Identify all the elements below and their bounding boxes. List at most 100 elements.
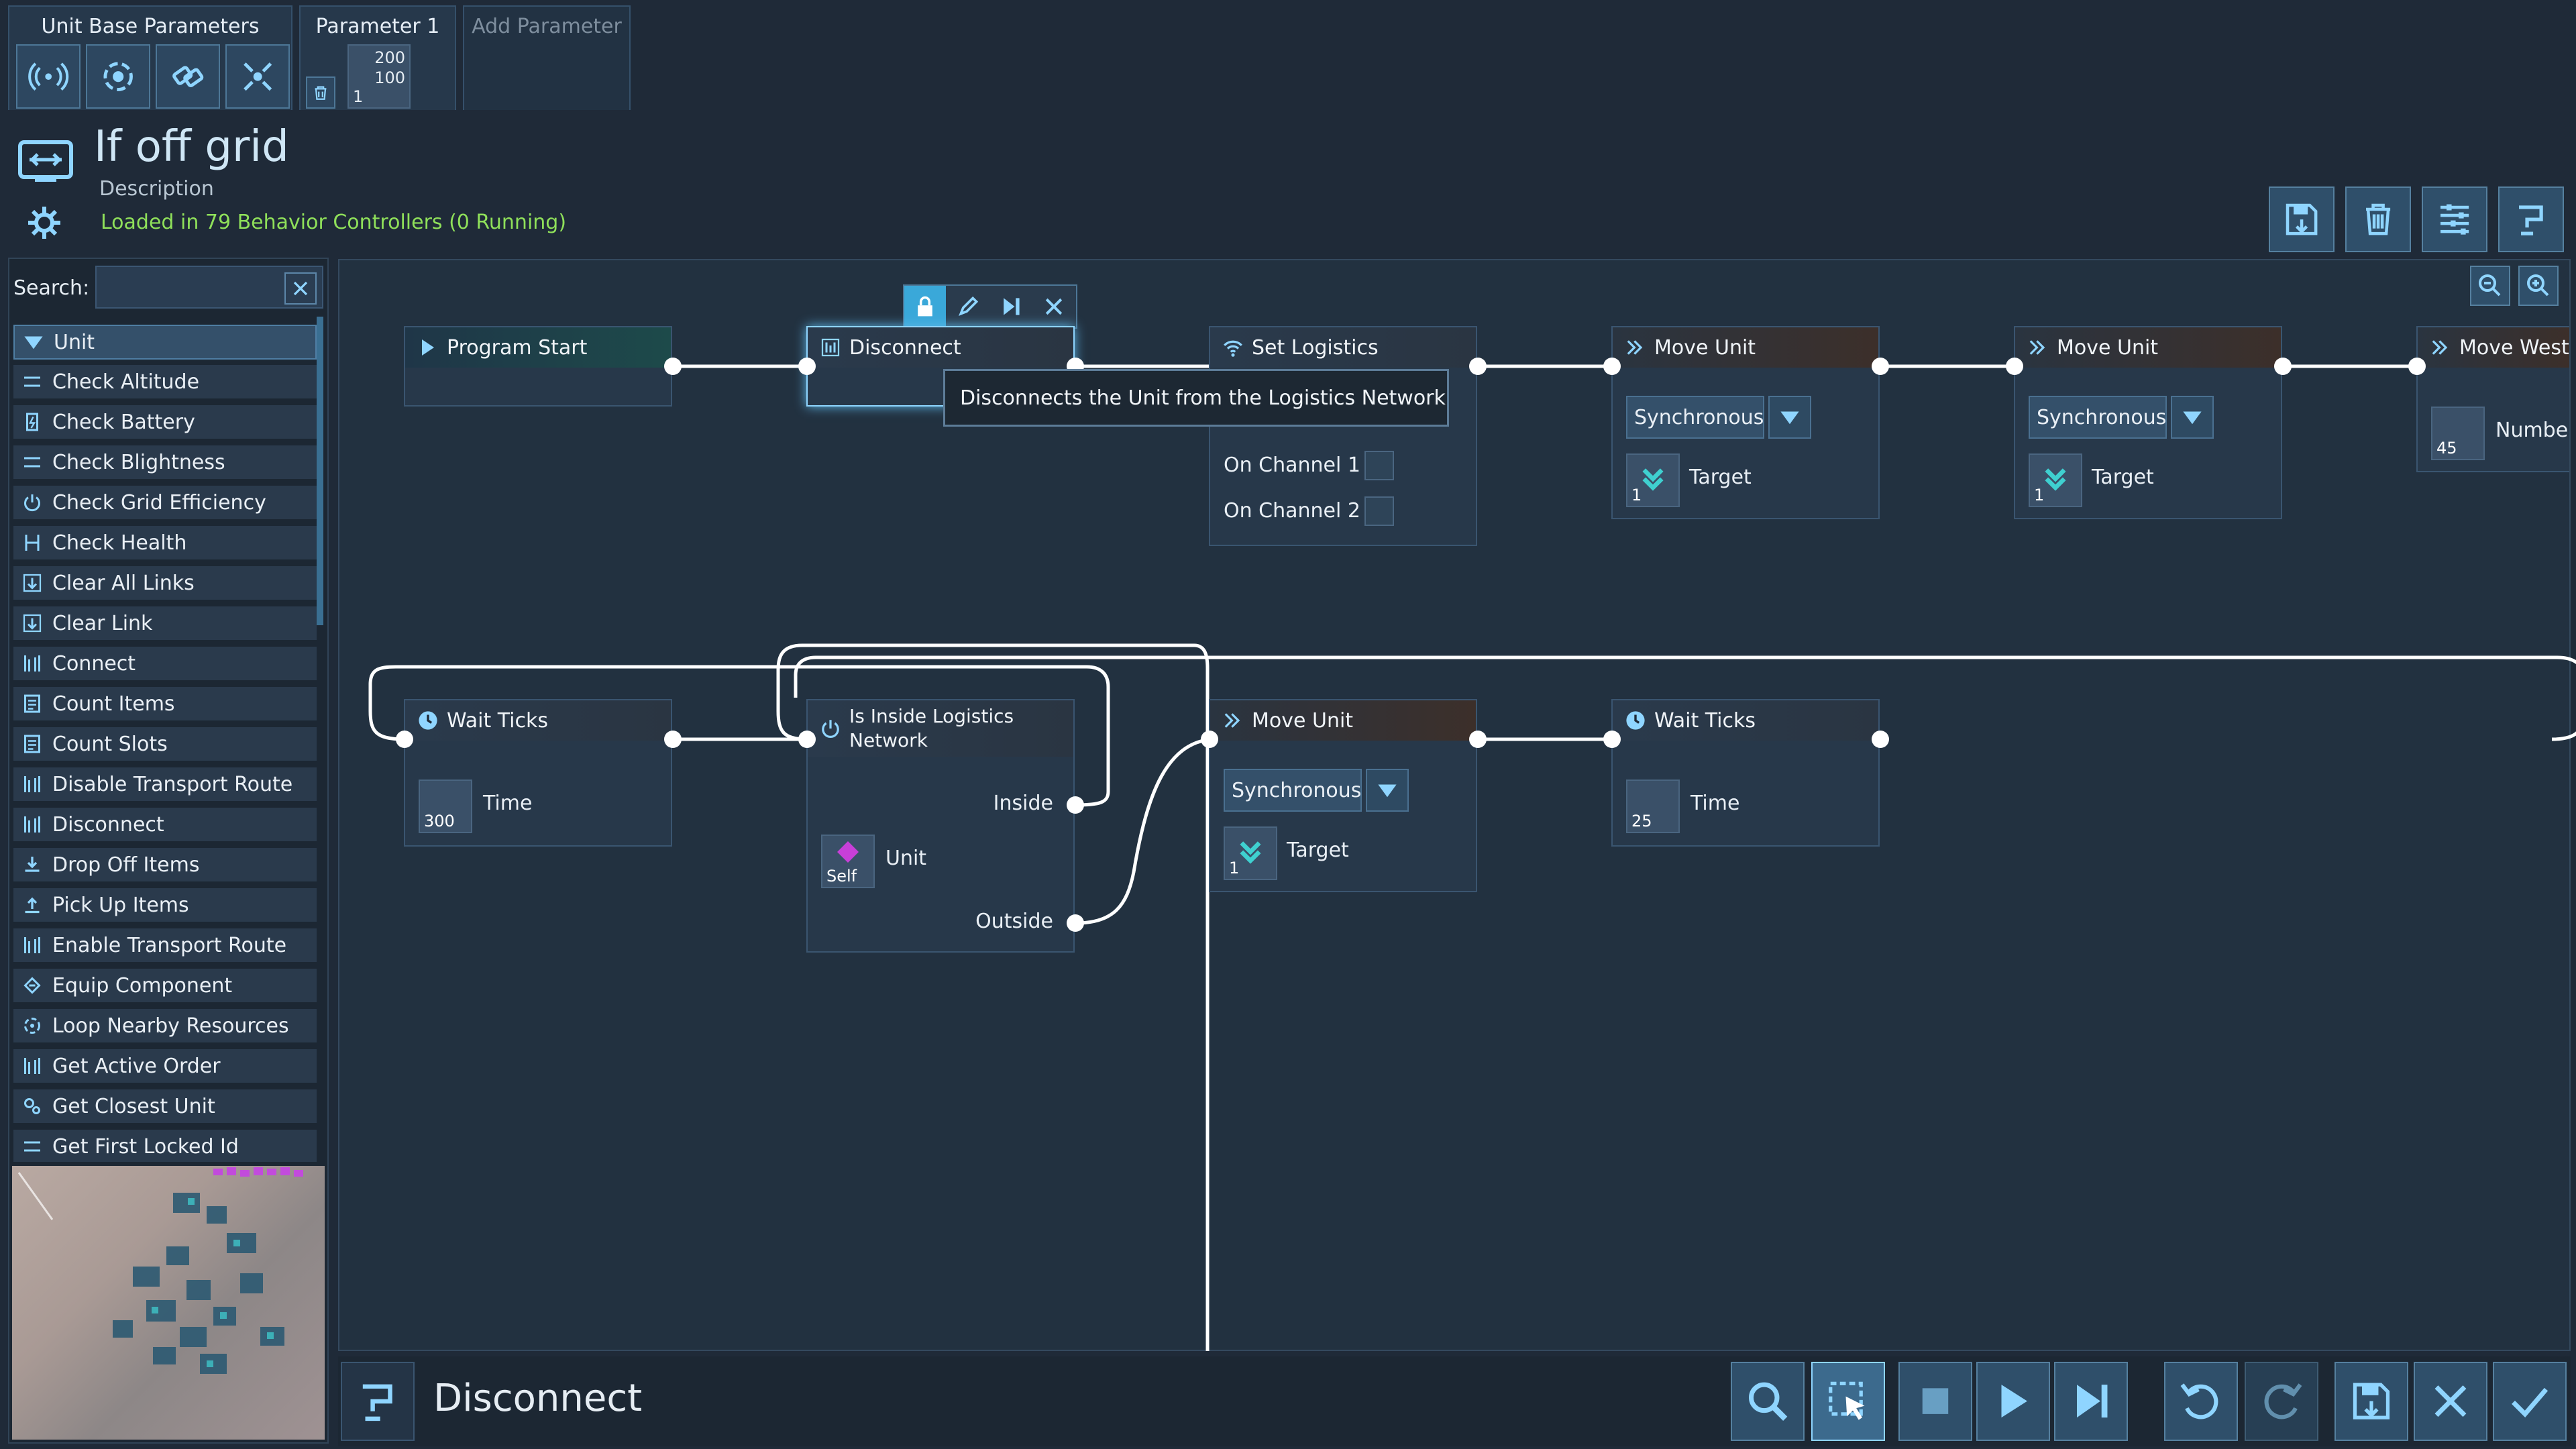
select-icon[interactable] [1811, 1362, 1885, 1441]
target-value[interactable]: 1 [1626, 453, 1680, 507]
node-move-unit[interactable]: Move Unit Synchronous 1 Target [2014, 326, 2282, 519]
port-out[interactable] [1469, 358, 1487, 375]
node-set-logistics[interactable]: Set Logistics On Channel 1 On Channel 2 [1209, 326, 1477, 546]
list-item-get-active-order[interactable]: Get Active Order [13, 1049, 317, 1084]
list-item-clear-all-links[interactable]: Clear All Links [13, 566, 317, 601]
list-item-check-health[interactable]: Check Health [13, 526, 317, 561]
trash-icon[interactable] [306, 76, 335, 109]
port-in[interactable] [1603, 358, 1621, 375]
node-move-unit[interactable]: Move Unit Synchronous 1 Target [1209, 699, 1477, 892]
list-item-clear-link[interactable]: Clear Link [13, 606, 317, 641]
page-title[interactable]: If off grid [94, 122, 289, 172]
step-icon[interactable] [990, 286, 1032, 327]
signal-icon[interactable] [16, 44, 80, 109]
list-item-check-grid-efficiency[interactable]: Check Grid Efficiency [13, 486, 317, 521]
list-item-equip-component[interactable]: Equip Component [13, 969, 317, 1004]
port-out[interactable] [664, 731, 682, 748]
help-icon[interactable] [2498, 186, 2564, 252]
play-icon[interactable] [1976, 1362, 2050, 1441]
tab-unit-base-parameters[interactable]: Unit Base Parameters [8, 5, 292, 110]
cancel-icon[interactable] [2414, 1362, 2487, 1441]
clear-search-icon[interactable] [284, 272, 317, 305]
port-in[interactable] [1201, 731, 1218, 748]
target-value[interactable]: 1 [2029, 453, 2082, 507]
stop-icon[interactable] [1898, 1362, 1972, 1441]
port-out[interactable] [1872, 358, 1889, 375]
list-settings-icon[interactable] [2422, 186, 2487, 252]
close-icon[interactable] [1033, 286, 1075, 327]
chevron-down-icon[interactable] [2171, 396, 2214, 439]
scatter-icon[interactable] [225, 44, 290, 109]
target-value[interactable]: 1 [1224, 826, 1277, 880]
tab-add-parameter[interactable]: Add Parameter [463, 5, 631, 110]
port-inside[interactable] [1067, 796, 1084, 814]
list-item-get-closest-unit[interactable]: Get Closest Unit [13, 1089, 317, 1124]
port-out[interactable] [664, 358, 682, 375]
node-wait-ticks[interactable]: Wait Ticks 300 Time [404, 699, 672, 847]
port-out[interactable] [2274, 358, 2292, 375]
portal-icon[interactable] [86, 44, 150, 109]
confirm-icon[interactable] [2493, 1362, 2567, 1441]
list-item-disconnect[interactable]: Disconnect [13, 808, 317, 843]
tab-parameter-1[interactable]: Parameter 1 200 100 1 [299, 5, 456, 110]
time-value[interactable]: 300 [419, 780, 472, 833]
save-icon[interactable] [2269, 186, 2334, 252]
list-item-drop-off-items[interactable]: Drop Off Items [13, 848, 317, 883]
list-item-check-battery[interactable]: Check Battery [13, 405, 317, 440]
list-item-enable-transport-route[interactable]: Enable Transport Route [13, 928, 317, 963]
zoom-in-icon[interactable] [2518, 266, 2559, 306]
mode-dropdown[interactable]: Synchronous [2029, 396, 2167, 439]
delete-icon[interactable] [2345, 186, 2411, 252]
port-in[interactable] [2408, 358, 2426, 375]
list-item-pick-up-items[interactable]: Pick Up Items [13, 888, 317, 923]
node-wait-ticks[interactable]: Wait Ticks 25 Time [1611, 699, 1880, 847]
port-in[interactable] [2006, 358, 2023, 375]
mode-dropdown[interactable]: Synchronous [1626, 396, 1764, 439]
port-out[interactable] [1872, 731, 1889, 748]
port-in[interactable] [1603, 731, 1621, 748]
unit-value[interactable]: Self [821, 835, 875, 888]
chevron-down-icon[interactable] [1768, 396, 1811, 439]
list-item-unit-category[interactable]: Unit [13, 325, 317, 360]
target-label: Target [1689, 466, 1752, 489]
port-outside[interactable] [1067, 914, 1084, 932]
undo-icon[interactable] [2164, 1362, 2238, 1441]
node-move-west[interactable]: Move West 45 Numbe [2416, 326, 2569, 472]
step-forward-icon[interactable] [2054, 1362, 2128, 1441]
minimap[interactable] [12, 1166, 325, 1440]
list-item-get-first-locked-id[interactable]: Get First Locked Id [13, 1130, 317, 1162]
node-move-unit[interactable]: Move Unit Synchronous 1 Target [1611, 326, 1880, 519]
save-icon[interactable] [2334, 1362, 2408, 1441]
list-item-check-altitude[interactable]: Check Altitude [13, 365, 317, 400]
number-value[interactable]: 45 [2431, 407, 2485, 460]
chevron-down-icon[interactable] [1366, 769, 1409, 812]
on-channel-2-checkbox[interactable] [1364, 496, 1394, 526]
gear-icon[interactable] [24, 203, 64, 243]
description-label[interactable]: Description [99, 177, 214, 201]
port-in[interactable] [396, 731, 413, 748]
search-icon[interactable] [1731, 1362, 1805, 1441]
list-item-connect[interactable]: Connect [13, 647, 317, 682]
lock-icon[interactable] [904, 286, 946, 327]
time-value[interactable]: 25 [1626, 780, 1680, 833]
zoom-out-icon[interactable] [2470, 266, 2510, 306]
list-scrollbar[interactable] [317, 317, 323, 625]
port-out[interactable] [1469, 731, 1487, 748]
link-icon[interactable] [156, 44, 220, 109]
port-in[interactable] [798, 358, 816, 375]
help-icon[interactable] [341, 1362, 415, 1441]
mode-dropdown[interactable]: Synchronous [1224, 769, 1362, 812]
list-item-count-slots[interactable]: Count Slots [13, 727, 317, 762]
node-disconnect[interactable]: Disconnect [806, 326, 1075, 407]
on-channel-1-checkbox[interactable] [1364, 451, 1394, 480]
node-is-inside-logistics-network[interactable]: Is Inside Logistics Network Inside Self … [806, 699, 1075, 953]
redo-icon[interactable] [2245, 1362, 2318, 1441]
port-in[interactable] [798, 731, 816, 748]
list-item-loop-nearby-resources[interactable]: Loop Nearby Resources [13, 1009, 317, 1044]
list-item-count-items[interactable]: Count Items [13, 687, 317, 722]
node-program-start[interactable]: Program Start [404, 326, 672, 407]
edit-icon[interactable] [947, 286, 989, 327]
parameter-value-box[interactable]: 200 100 1 [347, 44, 411, 109]
list-item-check-blightness[interactable]: Check Blightness [13, 445, 317, 480]
list-item-disable-transport-route[interactable]: Disable Transport Route [13, 767, 317, 802]
